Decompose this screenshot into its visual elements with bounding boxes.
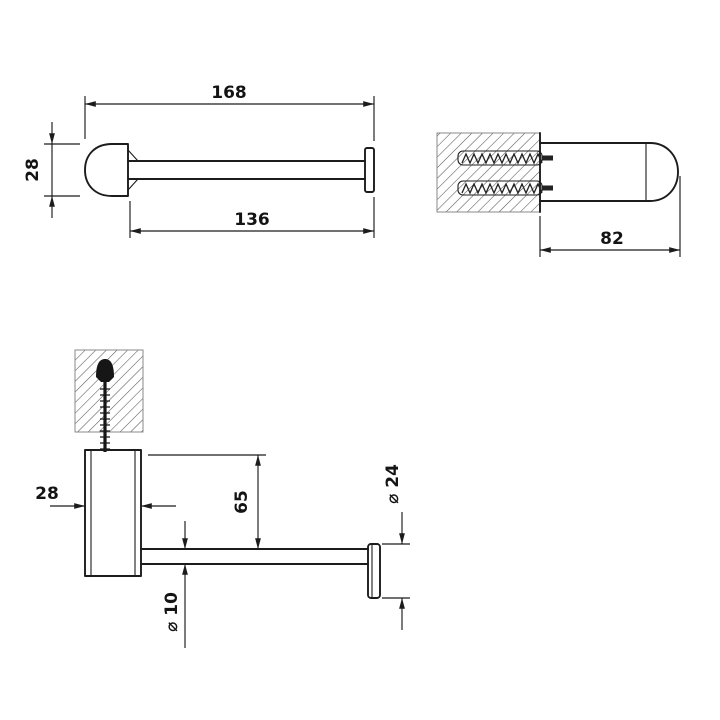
dim-wall-projection: 82 (539, 176, 681, 257)
dim-drop-height-label: 65 (232, 490, 252, 514)
holder-front-outline (84, 143, 375, 197)
dim-cap-height-label: 28 (23, 158, 43, 182)
dim-bar-length-label: 136 (234, 210, 270, 230)
wall-section (436, 132, 541, 213)
front-view: 168 28 136 (23, 83, 375, 238)
dim-cap-height: 28 (23, 122, 80, 218)
dim-bar-diameter-label: ⌀ 10 (162, 592, 182, 632)
dim-bar-length: 136 (129, 197, 375, 238)
holder-profile-outline (84, 449, 381, 599)
side-section-view: 82 (436, 132, 681, 257)
profile-section-view: 28 65 ⌀ 10 ⌀ 24 (35, 349, 410, 648)
dim-overall-length-label: 168 (211, 83, 247, 103)
dim-rosette-diameter-label: ⌀ 24 (383, 464, 403, 504)
wall-anchor-screws (457, 150, 553, 195)
dim-overall-length: 168 (84, 83, 375, 141)
dim-body-depth: 28 (35, 484, 176, 518)
mounting-screw (96, 359, 114, 452)
dim-rosette-diameter: ⌀ 24 (382, 464, 410, 630)
dim-wall-projection-label: 82 (600, 229, 624, 249)
dim-drop-height: 65 (148, 454, 266, 550)
anchor-screw (457, 150, 553, 166)
dim-body-depth-label: 28 (35, 484, 59, 504)
dim-bar-diameter: ⌀ 10 (162, 521, 188, 648)
holder-side-outline (539, 142, 679, 202)
